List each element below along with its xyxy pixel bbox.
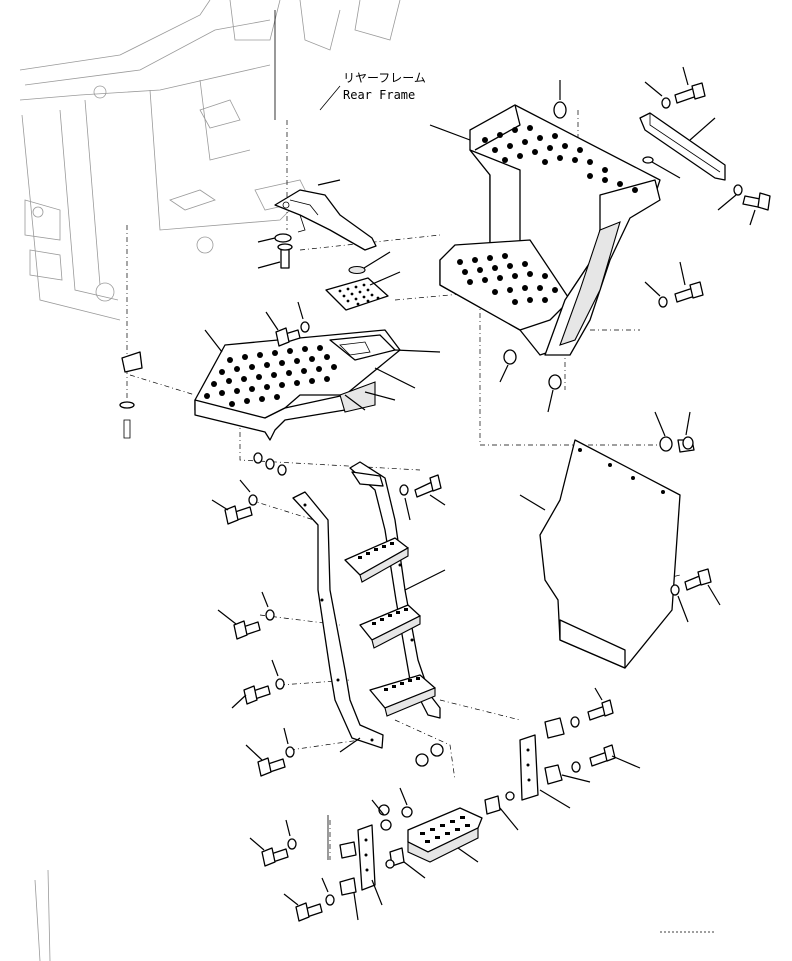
bolt-right-lower-2 bbox=[571, 744, 641, 773]
bolt-ladder-4 bbox=[245, 727, 295, 777]
step-bracket bbox=[274, 179, 377, 251]
left-platform bbox=[194, 329, 441, 441]
bracket-bolt bbox=[257, 233, 293, 269]
bolt-platform-1 bbox=[265, 301, 310, 347]
ladder bbox=[292, 461, 446, 753]
bolt-with-nut bbox=[654, 411, 695, 453]
bolt-right-mid bbox=[644, 261, 704, 308]
bolt-top-right-2 bbox=[717, 184, 771, 226]
bolts bbox=[211, 66, 771, 922]
bolt-ladder-top-right bbox=[399, 474, 446, 521]
frame-label-jp: リヤーフレーム bbox=[343, 71, 426, 85]
angle-bracket bbox=[639, 112, 726, 181]
right-platform bbox=[429, 104, 661, 356]
right-platform-holes bbox=[457, 125, 638, 305]
frame-clip bbox=[119, 351, 143, 439]
checker-plate bbox=[325, 251, 401, 311]
mud-flap bbox=[519, 439, 681, 669]
bolt-lower-2 bbox=[283, 877, 335, 922]
bolt-flap bbox=[670, 568, 721, 623]
bolt-top-right-1 bbox=[644, 66, 706, 109]
lower-step bbox=[327, 717, 591, 921]
bolt-ladder-3 bbox=[231, 659, 285, 709]
bolt-ladder-1 bbox=[211, 479, 258, 525]
bolt-lower-1 bbox=[249, 819, 297, 867]
ladder-step-slots bbox=[358, 542, 420, 691]
platform-holes bbox=[204, 345, 337, 407]
rear-frame-outline bbox=[19, 0, 401, 961]
plugs bbox=[499, 80, 567, 413]
frame-label-en: Rear Frame bbox=[343, 88, 415, 102]
frame-label-leader bbox=[319, 85, 341, 111]
nuts-bottom bbox=[371, 743, 515, 869]
bolt-right-lower-1 bbox=[570, 687, 614, 728]
washers-under-platform bbox=[253, 452, 287, 476]
bolt-ladder-2 bbox=[217, 591, 275, 640]
